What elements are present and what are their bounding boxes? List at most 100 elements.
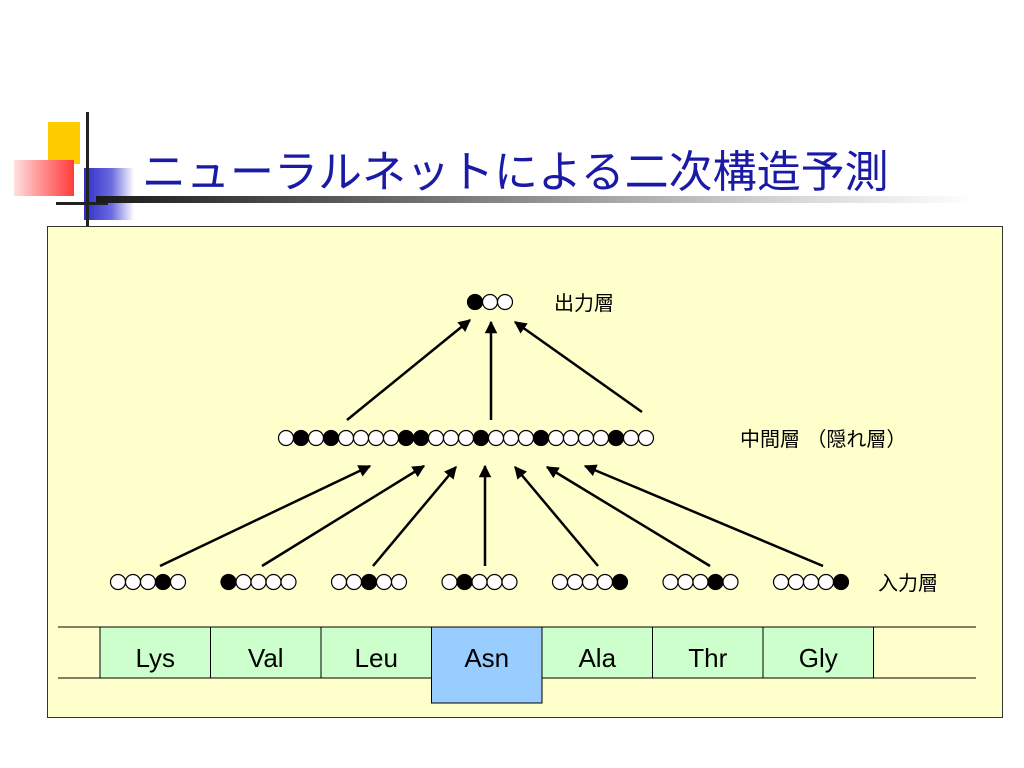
active-node xyxy=(292,429,310,447)
connection-arrows xyxy=(159,319,824,568)
active-node xyxy=(611,573,629,591)
connection-arrow xyxy=(261,464,426,568)
inactive-node xyxy=(677,573,694,591)
inactive-node xyxy=(124,573,142,591)
active-node xyxy=(472,429,490,447)
inactive-node xyxy=(817,573,835,591)
inactive-node xyxy=(562,429,580,447)
active-node xyxy=(607,429,625,447)
inactive-node xyxy=(280,573,297,591)
inactive-node xyxy=(566,573,584,591)
inactive-node xyxy=(502,429,520,447)
residue-box-lys xyxy=(99,626,211,679)
residue-label-ala: Ala xyxy=(578,643,616,673)
inactive-node xyxy=(345,573,363,591)
input-layer-label: 入力層 xyxy=(878,571,938,595)
inactive-node xyxy=(352,429,370,447)
connection-arrow xyxy=(514,466,599,567)
inactive-node xyxy=(277,429,295,447)
residue-box-val xyxy=(210,626,322,679)
active-node xyxy=(220,573,237,591)
inactive-node xyxy=(109,573,127,591)
inactive-node xyxy=(337,429,355,447)
inactive-node xyxy=(390,573,408,591)
input-group-thr xyxy=(662,573,739,591)
input-group-gly xyxy=(772,573,850,591)
residue-label-lys: Lys xyxy=(136,643,176,673)
active-node xyxy=(360,573,378,591)
slide-title: ニューラルネットによる二次構造予測 xyxy=(142,147,889,198)
inactive-node xyxy=(547,429,565,447)
active-node xyxy=(154,573,172,591)
inactive-node xyxy=(577,429,595,447)
active-node xyxy=(412,429,430,447)
residue-box-gly xyxy=(762,626,874,679)
inactive-node xyxy=(637,429,655,447)
inactive-node xyxy=(592,429,610,447)
residue-label-thr: Thr xyxy=(688,643,727,673)
logo-yellow-square xyxy=(48,122,80,164)
inactive-node xyxy=(427,429,445,447)
residue-label-asn: Asn xyxy=(464,643,509,673)
connection-arrow xyxy=(545,465,711,568)
inactive-node xyxy=(471,573,488,591)
inactive-node xyxy=(375,573,393,591)
input-group-ala xyxy=(551,573,629,591)
inactive-node xyxy=(517,429,535,447)
connection-arrow xyxy=(513,320,643,414)
connection-arrow xyxy=(372,466,457,567)
inactive-node xyxy=(139,573,157,591)
inactive-node xyxy=(265,573,282,591)
active-node xyxy=(832,573,850,591)
output-layer-label: 出力層 xyxy=(554,291,614,315)
inactive-node xyxy=(802,573,820,591)
input-group-asn xyxy=(441,573,518,591)
inactive-node xyxy=(442,429,460,447)
connection-arrow xyxy=(346,319,471,421)
inactive-node xyxy=(486,573,503,591)
inactive-node xyxy=(496,293,514,311)
inactive-node xyxy=(722,573,739,591)
logo-red-square xyxy=(14,160,74,196)
inactive-node xyxy=(596,573,614,591)
active-node xyxy=(707,573,724,591)
residue-label-gly: Gly xyxy=(799,643,838,673)
residue-box-leu xyxy=(320,626,432,679)
inactive-node xyxy=(169,573,187,591)
connection-arrow xyxy=(159,464,372,568)
inactive-node xyxy=(662,573,679,591)
logo-vertical-line xyxy=(86,112,89,226)
residue-label-val: Val xyxy=(248,643,284,673)
residue-box-ala xyxy=(541,626,653,679)
connection-arrow xyxy=(583,464,824,568)
logo-blue-square xyxy=(84,168,134,220)
inactive-node xyxy=(441,573,458,591)
active-node xyxy=(456,573,473,591)
inactive-node xyxy=(487,429,505,447)
node-rows xyxy=(109,293,850,591)
active-node xyxy=(532,429,550,447)
inactive-node xyxy=(692,573,709,591)
inactive-node xyxy=(622,429,640,447)
residue-label-leu: Leu xyxy=(355,643,398,673)
active-node xyxy=(466,293,484,311)
inactive-node xyxy=(457,429,475,447)
title-underline xyxy=(96,196,976,203)
inactive-node xyxy=(382,429,400,447)
inactive-node xyxy=(772,573,790,591)
input-group-val xyxy=(220,573,297,591)
inactive-node xyxy=(307,429,325,447)
inactive-node xyxy=(787,573,805,591)
logo-horizontal-line xyxy=(56,202,108,205)
inactive-node xyxy=(367,429,385,447)
inactive-node xyxy=(481,293,499,311)
residue-box-asn xyxy=(431,626,543,704)
residue-boxes: Lys Val Leu Asn Ala Thr Gly xyxy=(99,626,874,704)
active-node xyxy=(322,429,340,447)
input-group-leu xyxy=(330,573,408,591)
input-group-lys xyxy=(109,573,187,591)
inactive-node xyxy=(501,573,518,591)
inactive-node xyxy=(551,573,569,591)
inactive-node xyxy=(330,573,348,591)
